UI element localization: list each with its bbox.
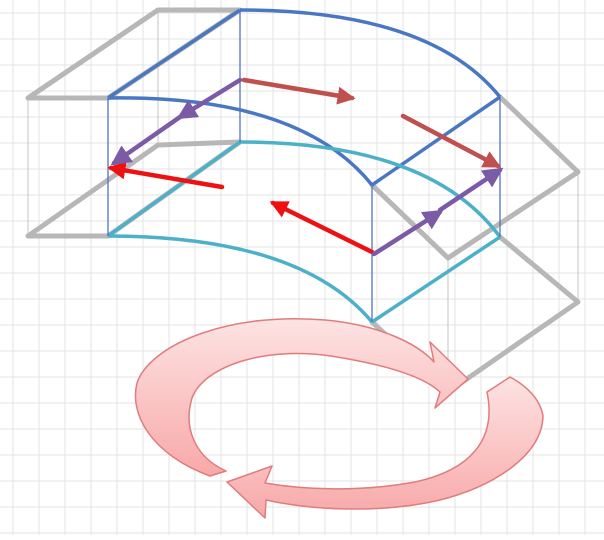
top-surface bbox=[107, 8, 502, 187]
arrow-purple-lower-left bbox=[110, 114, 183, 166]
arrow-purple-lower-right-b bbox=[437, 167, 504, 213]
purple-arrows bbox=[110, 77, 504, 257]
cycle-arrow-upper bbox=[134, 318, 469, 477]
arrow-purple-upper-left bbox=[176, 77, 243, 120]
bottom-surface bbox=[106, 140, 502, 324]
arrow-left bbox=[107, 161, 225, 190]
arrow-middle bbox=[269, 200, 375, 255]
arrow-top-right bbox=[241, 77, 356, 105]
cycle-arrow-lower bbox=[226, 376, 544, 519]
arrow-purple-lower-right-a bbox=[371, 209, 444, 257]
circular-arrows-icon bbox=[134, 318, 544, 519]
arrow-right-diagonal bbox=[400, 113, 502, 169]
red-arrows bbox=[107, 161, 375, 255]
dark-red-arrows bbox=[241, 77, 502, 169]
